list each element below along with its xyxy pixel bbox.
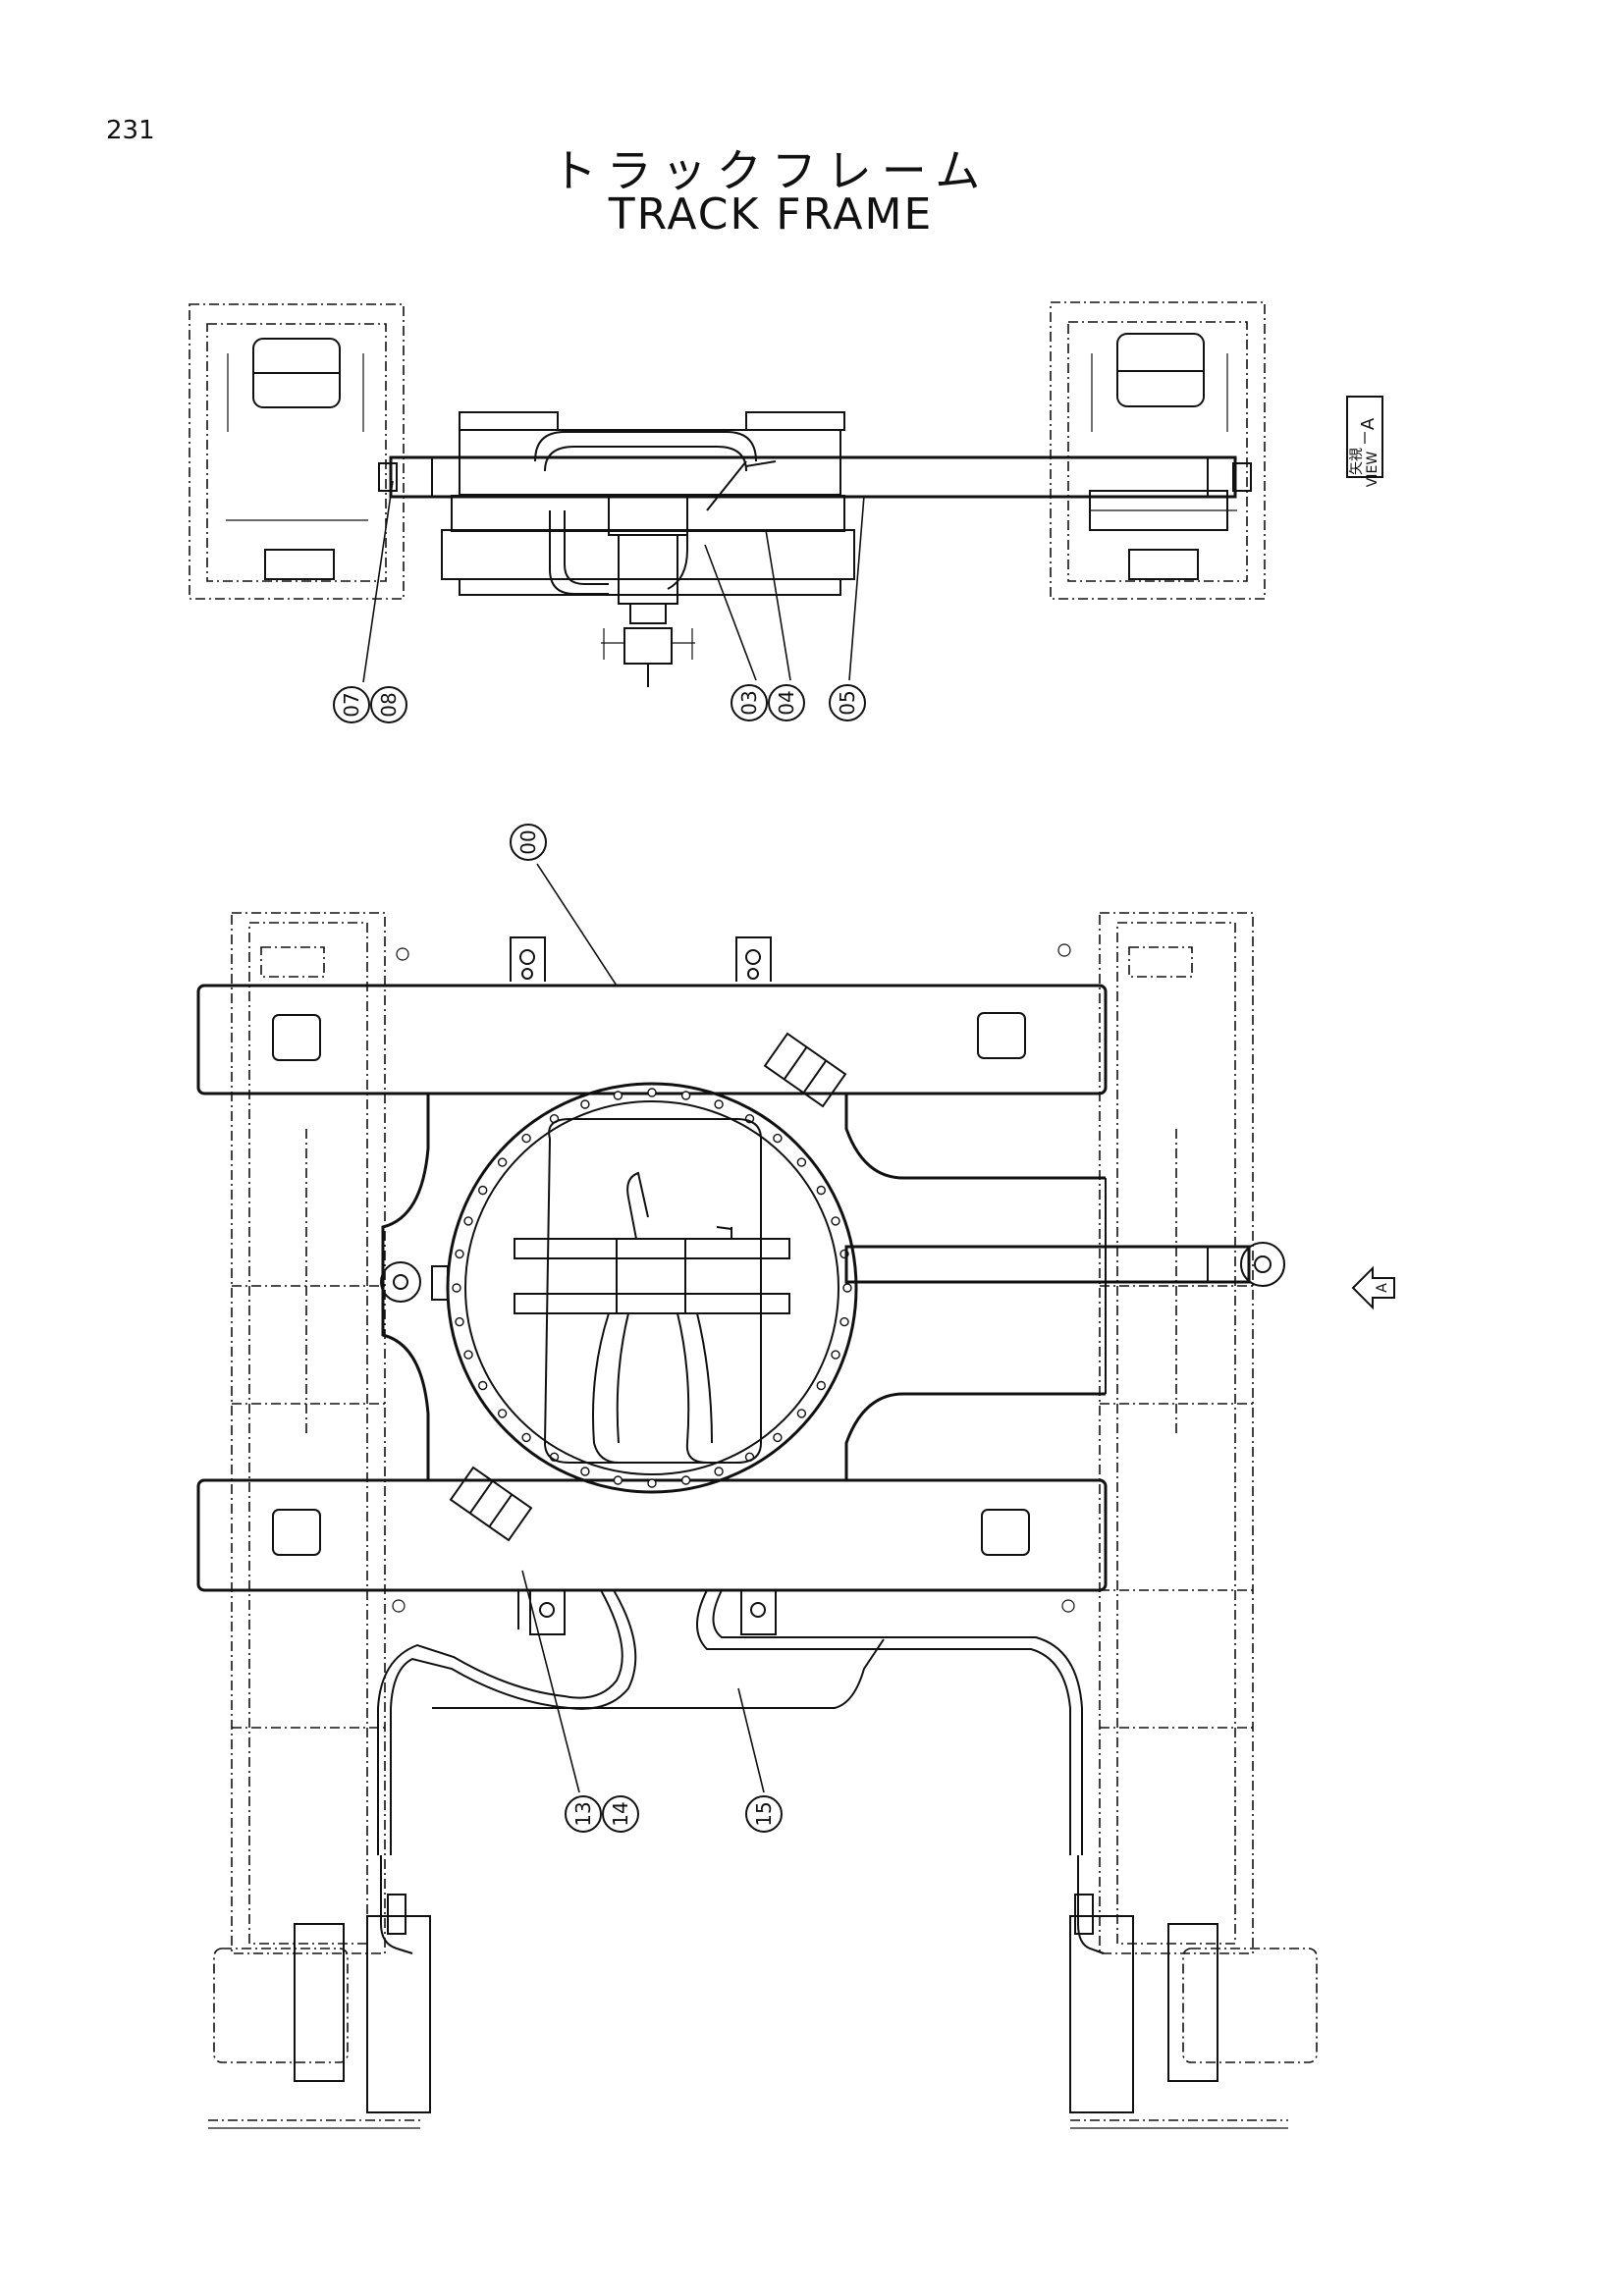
svg-text:04: 04 bbox=[775, 690, 798, 715]
upper-left-access-hole bbox=[272, 1014, 321, 1061]
lower-crossbeam bbox=[196, 1478, 1108, 1592]
ring-bolt bbox=[580, 1099, 590, 1109]
top-view-callouts: 07 08 03 04 05 bbox=[333, 684, 866, 723]
center-body-left-edge bbox=[381, 1094, 430, 1480]
ring-bolt bbox=[497, 1157, 508, 1167]
callout-08: 08 bbox=[370, 686, 407, 723]
main-view bbox=[196, 912, 1318, 2129]
direction-arrow-icon: A bbox=[1351, 1265, 1395, 1310]
center-joint bbox=[616, 1238, 686, 1314]
svg-text:13: 13 bbox=[571, 1801, 595, 1826]
page-number: 231 bbox=[106, 116, 155, 145]
track-adjuster-cylinder bbox=[389, 455, 1237, 499]
upper-right-access-hole bbox=[977, 1012, 1026, 1059]
ring-bolt bbox=[680, 1475, 691, 1485]
main-view-leaders bbox=[521, 863, 765, 1793]
ring-bolt bbox=[455, 1316, 464, 1327]
lower-left-access-hole bbox=[272, 1509, 321, 1556]
lower-right-access-hole bbox=[981, 1509, 1030, 1556]
callout-04: 04 bbox=[768, 684, 805, 721]
ring-bolt bbox=[463, 1350, 473, 1360]
svg-text:00: 00 bbox=[516, 829, 540, 854]
lower-hose-right bbox=[696, 1589, 1071, 1855]
page-title-japanese: トラックフレーム bbox=[551, 144, 991, 197]
ring-bolt bbox=[839, 1316, 849, 1327]
ring-bolt bbox=[647, 1478, 657, 1488]
ring-bolts bbox=[452, 1088, 852, 1488]
right-travel-motor bbox=[1182, 1948, 1318, 2063]
ring-bolt bbox=[452, 1283, 461, 1293]
ring-bolt bbox=[580, 1467, 590, 1476]
svg-text:07: 07 bbox=[340, 692, 363, 717]
callout-14: 14 bbox=[602, 1795, 639, 1833]
ring-bolt bbox=[714, 1099, 724, 1109]
callout-00: 00 bbox=[510, 824, 547, 861]
ring-bolt bbox=[680, 1091, 691, 1100]
callout-03: 03 bbox=[731, 684, 768, 721]
center-cylinder bbox=[844, 1245, 1251, 1284]
callout-05: 05 bbox=[829, 684, 866, 721]
ring-bolt bbox=[831, 1216, 840, 1226]
ring-bolt bbox=[714, 1467, 724, 1476]
swing-bearing-ring bbox=[446, 1082, 858, 1494]
callout-15: 15 bbox=[745, 1795, 783, 1833]
ring-bolt bbox=[831, 1350, 840, 1360]
svg-text:矢視: 矢視 bbox=[1349, 448, 1365, 475]
svg-text:05: 05 bbox=[836, 690, 859, 715]
right-pivot-eye bbox=[1240, 1242, 1285, 1287]
ring-bolt bbox=[796, 1409, 807, 1418]
svg-text:15: 15 bbox=[752, 1801, 776, 1826]
ring-bolt bbox=[773, 1432, 783, 1443]
ring-bolt bbox=[521, 1133, 531, 1144]
callout-07: 07 bbox=[333, 686, 370, 723]
ring-bolt bbox=[816, 1185, 826, 1196]
ring-bolt bbox=[455, 1249, 464, 1259]
left-track-side-frame bbox=[231, 912, 386, 1954]
svg-text:14: 14 bbox=[609, 1801, 632, 1826]
svg-text:08: 08 bbox=[377, 692, 401, 717]
top-center-frame bbox=[459, 429, 841, 496]
ring-bolt bbox=[497, 1409, 508, 1418]
left-track-block bbox=[189, 303, 405, 600]
svg-text:VIEW: VIEW bbox=[1365, 452, 1380, 488]
top-view bbox=[189, 301, 1266, 687]
ring-bolt bbox=[796, 1157, 807, 1167]
top-view-leaders bbox=[362, 480, 865, 683]
right-track-block bbox=[1050, 301, 1266, 600]
ring-bolt bbox=[613, 1475, 623, 1485]
view-marker-icon: A 矢視 VIEW bbox=[1346, 396, 1383, 488]
svg-text:03: 03 bbox=[737, 690, 761, 715]
ring-bolt bbox=[816, 1380, 826, 1391]
ring-bolt bbox=[521, 1432, 531, 1443]
center-opening bbox=[543, 1118, 762, 1464]
ring-bolt bbox=[613, 1091, 623, 1100]
upper-crossbeam bbox=[196, 984, 1108, 1095]
ring-bolt bbox=[478, 1185, 488, 1196]
left-pivot-eye bbox=[380, 1261, 421, 1303]
ring-bolt bbox=[463, 1216, 473, 1226]
ring-bolt bbox=[773, 1133, 783, 1144]
ring-bolt bbox=[842, 1283, 852, 1293]
callout-13: 13 bbox=[565, 1795, 602, 1833]
page-title-english: TRACK FRAME bbox=[608, 189, 934, 240]
svg-text:A: A bbox=[1358, 417, 1379, 430]
left-travel-motor bbox=[213, 1948, 349, 2063]
ring-bolt bbox=[478, 1380, 488, 1391]
ring-bolt bbox=[647, 1088, 657, 1097]
main-view-callouts: 00 13 14 15 bbox=[510, 824, 783, 1833]
right-track-side-frame bbox=[1099, 912, 1254, 1954]
svg-text:A: A bbox=[1375, 1283, 1390, 1293]
